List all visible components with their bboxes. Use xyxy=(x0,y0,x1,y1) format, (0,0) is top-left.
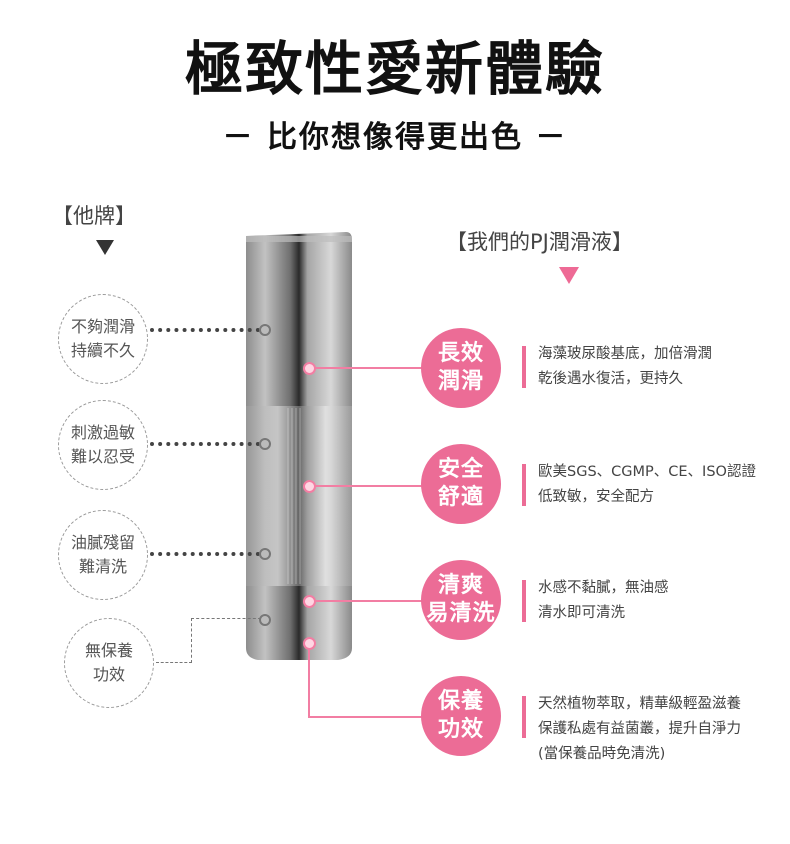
feature-description: 海藻玻尿酸基底，加倍滑潤乾後遇水復活，更持久 xyxy=(538,346,712,387)
connector-dot xyxy=(259,324,271,336)
competitor-point-irritation: 刺激過敏難以忍受 xyxy=(58,400,148,490)
lubricant-tube-image xyxy=(246,232,352,660)
connector-dot xyxy=(303,480,316,493)
competitor-point-care: 無保養功效 xyxy=(64,618,154,708)
feature-easy-clean: 清爽易清洗 xyxy=(421,560,501,640)
connector-line xyxy=(150,552,260,556)
feature-safe-comfort: 安全舒適 xyxy=(421,444,501,524)
connector-dot xyxy=(303,637,316,650)
competitor-point-lubrication: 不夠潤滑持續不久 xyxy=(58,294,148,384)
connector-line xyxy=(314,485,422,487)
product-header: 【我們的PJ潤滑液】 xyxy=(446,230,633,254)
connector-dot xyxy=(303,595,316,608)
page-title: 極致性愛新體驗 xyxy=(184,35,605,103)
connector-line xyxy=(314,367,422,369)
connector-dot xyxy=(259,438,271,450)
connector-dot xyxy=(259,614,271,626)
connector-line xyxy=(191,618,192,663)
connector-line xyxy=(308,716,422,718)
accent-bar xyxy=(522,346,526,388)
connector-line xyxy=(150,442,260,446)
down-triangle-icon xyxy=(96,240,114,255)
accent-bar xyxy=(522,696,526,738)
feature-care: 保養功效 xyxy=(421,676,501,756)
connector-line xyxy=(150,328,260,332)
competitor-header: 【他牌】 xyxy=(52,204,136,228)
feature-long-lasting: 長效潤滑 xyxy=(421,328,501,408)
connector-dot xyxy=(303,362,316,375)
feature-description: 水感不黏膩，無油感清水即可清洗 xyxy=(538,580,669,621)
connector-line xyxy=(314,600,422,602)
feature-description: 歐美SGS、CGMP、CE、ISO認證低致敏，安全配方 xyxy=(538,464,756,505)
page-subtitle: － 比你想像得更出色 － xyxy=(222,120,568,155)
down-triangle-icon xyxy=(559,267,579,284)
connector-line xyxy=(191,618,261,619)
accent-bar xyxy=(522,464,526,506)
connector-dot xyxy=(259,548,271,560)
accent-bar xyxy=(522,580,526,622)
connector-line xyxy=(156,662,192,663)
connector-line xyxy=(308,648,310,716)
competitor-point-residue: 油膩殘留難清洗 xyxy=(58,510,148,600)
feature-description: 天然植物萃取，精華級輕盈滋養保護私處有益菌叢，提升自淨力(當保養品時免清洗) xyxy=(538,696,741,762)
